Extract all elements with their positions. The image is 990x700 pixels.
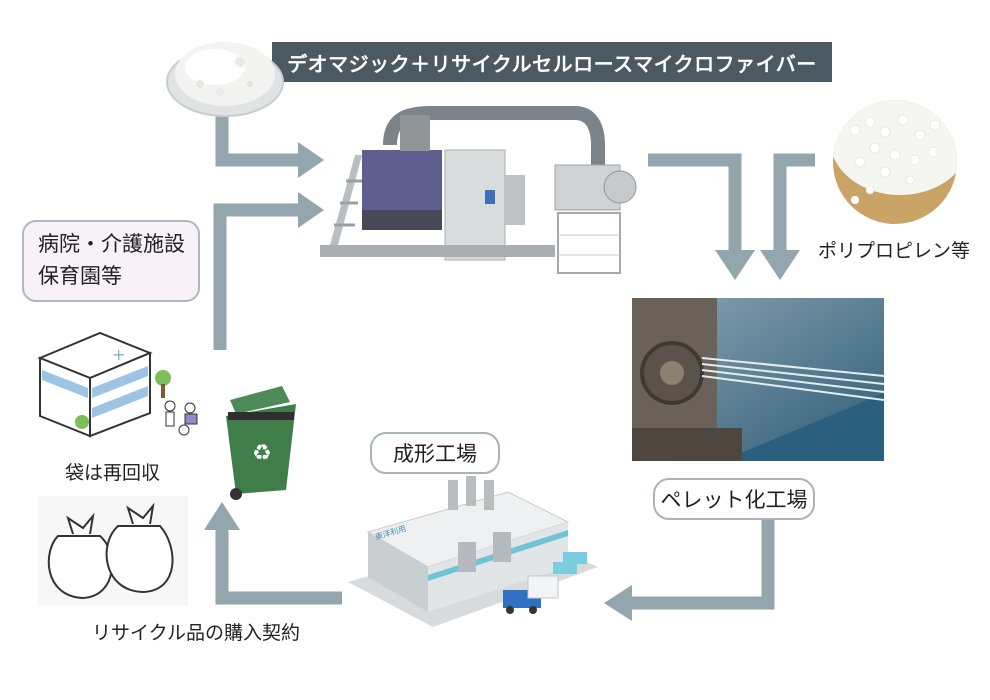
arrow-pellet-to-molding (630, 510, 775, 610)
powder-dish-image (166, 42, 284, 117)
garbage-bags-illustration (38, 496, 188, 606)
pellet-plant-photo (632, 298, 884, 461)
title-banner: デオマジック＋リサイクルセルロースマイクロファイバー (272, 42, 832, 82)
polypropylene-label: ポリプロピレン等 (818, 240, 971, 262)
molding-factory-illustration: 東洋利用 (348, 476, 598, 627)
pellet-plant-pill: ペレット化工場 (653, 478, 815, 520)
recycle-contract-label: リサイクル品の購入契約 (92, 622, 301, 644)
arrow-molding-to-bin (215, 528, 342, 605)
polypropylene-pellets-image (833, 100, 957, 224)
molding-plant-label: 成形工場 (393, 442, 477, 466)
hospital-cross-icon: + (112, 345, 125, 364)
extruder-machine-image (320, 106, 637, 274)
pellet-plant-label: ペレット化工場 (660, 488, 808, 512)
arrow-powder-to-machine (215, 110, 300, 167)
bag-collection-label: 袋は再回収 (65, 462, 161, 484)
recycle-bin-illustration: ♻ (226, 386, 296, 500)
arrow-machine-to-pellet (648, 153, 742, 250)
arrow-pp-to-pellet (773, 153, 815, 250)
hospital-illustration: + (37, 331, 198, 438)
hospital-line2: 保育園等 (38, 264, 122, 288)
recycle-icon: ♻ (252, 441, 272, 466)
title-text: デオマジック＋リサイクルセルロースマイクロファイバー (287, 51, 817, 76)
arrow-hospital-to-machine (213, 203, 300, 350)
molding-plant-pill: 成形工場 (370, 432, 500, 474)
hospital-line1: 病院・介護施設 (38, 232, 185, 256)
hospital-facility-box: 病院・介護施設 保育園等 (22, 220, 200, 302)
